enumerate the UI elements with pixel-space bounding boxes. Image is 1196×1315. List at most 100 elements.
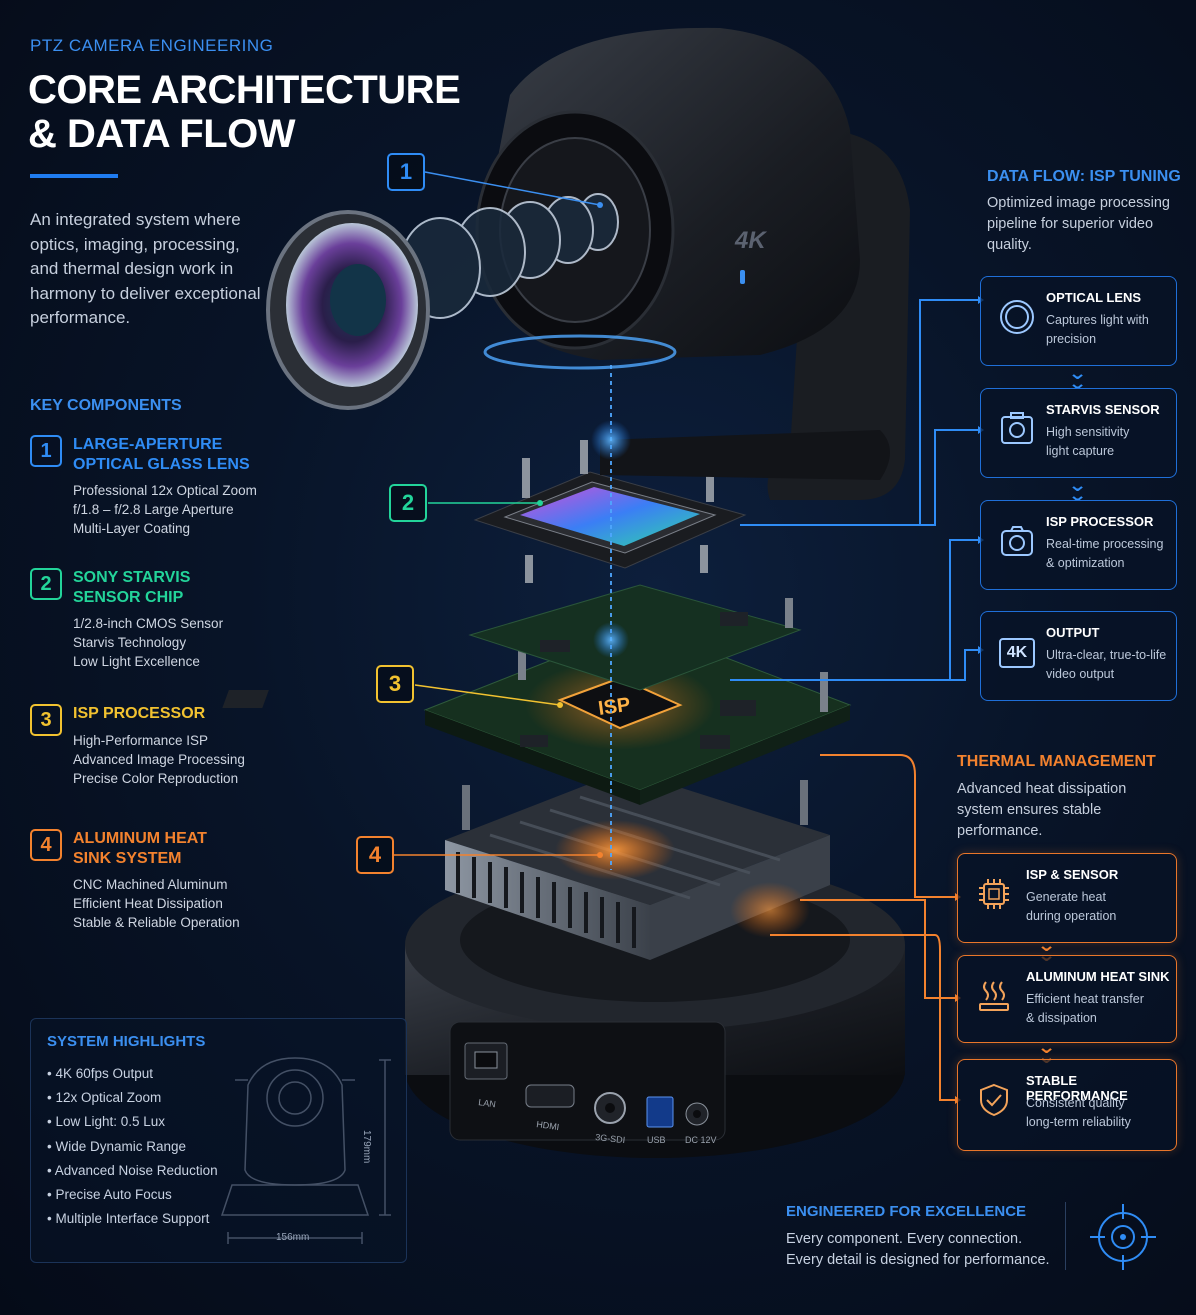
component-title-line: ALUMINUM HEAT: [73, 830, 207, 847]
flow-card-desc: Captures light with precision: [1046, 311, 1149, 348]
thermal-desc: Advanced heat dissipation system ensures…: [957, 781, 1127, 839]
component-detail: CNC Machined Aluminum: [73, 877, 228, 892]
flow-card-line: & optimization: [1046, 555, 1125, 570]
component-title: LARGE-APERTURE OPTICAL GLASS LENS: [73, 435, 273, 475]
intro-text: An integrated system where optics, imagi…: [30, 210, 261, 327]
component-detail: Starvis Technology: [73, 635, 187, 650]
callout-badge-2: 2: [389, 484, 427, 522]
port-label-dc: DC 12V: [685, 1135, 717, 1145]
component-badge: 4: [30, 829, 62, 861]
callout-badge-1: 1: [387, 153, 425, 191]
page-kicker: PTZ CAMERA ENGINEERING: [30, 36, 274, 55]
highlight-text: Advanced Noise Reduction: [54, 1163, 218, 1178]
flow-card-title: ISP PROCESSOR: [1046, 514, 1154, 529]
component-title: SONY STARVIS SENSOR CHIP: [73, 568, 273, 608]
title-underline: [30, 174, 118, 178]
thermal-heading: THERMAL MANAGEMENT: [957, 753, 1156, 770]
flow-card-line: Real-time processing: [1046, 537, 1164, 551]
port-label-sdi: 3G-SDI: [595, 1132, 626, 1145]
flow-card-title: OUTPUT: [1046, 625, 1100, 640]
flow-card-line: precision: [1046, 331, 1097, 346]
highlight-item: • Advanced Noise Reduction: [47, 1163, 218, 1178]
isp-chip-label: ISP: [597, 694, 632, 720]
lens-icon: [1000, 300, 1034, 334]
component-title-line: SINK SYSTEM: [73, 850, 182, 867]
thermal-card-line: Efficient heat transfer: [1026, 992, 1144, 1006]
data-flow-desc: Optimized image processing pipeline for …: [987, 195, 1170, 253]
thermal-card-title: STABLE PERFORMANCE: [1026, 1073, 1128, 1103]
footer-line-2: Every detail is designed for performance…: [786, 1252, 1050, 1268]
thermal-card-title: ISP & SENSOR: [1026, 867, 1119, 882]
thermal-card-heat-sink: ALUMINUM HEAT SINK Efficient heat transf…: [957, 955, 1177, 1043]
camera-4k-badge: 4K: [734, 227, 767, 254]
component-detail: Advanced Image Processing: [73, 752, 245, 767]
target-icon: [1090, 1204, 1156, 1270]
component-title-line: LARGE-APERTURE: [73, 436, 223, 453]
highlight-item: • Wide Dynamic Range: [47, 1139, 187, 1154]
4k-icon: 4K: [999, 638, 1035, 668]
highlight-item: • Precise Auto Focus: [47, 1187, 172, 1202]
component-badge: 2: [30, 568, 62, 600]
thermal-card-line: during operation: [1026, 908, 1117, 923]
component-sensor: 2 SONY STARVIS SENSOR CHIP 1/2.8-inch CM…: [30, 568, 280, 678]
component-detail: Precise Color Reproduction: [73, 771, 239, 786]
component-detail: Stable & Reliable Operation: [73, 915, 240, 930]
component-detail: f/1.8 – f/2.8 Large Aperture: [73, 502, 234, 517]
component-detail: Multi-Layer Coating: [73, 521, 191, 536]
heat-icon: [979, 981, 1009, 1011]
footer-divider: [1065, 1202, 1066, 1270]
component-isp: 3 ISP PROCESSOR High-Performance ISP Adv…: [30, 704, 280, 804]
port-label-lan: LAN: [478, 1097, 497, 1109]
thermal-card-desc: Efficient heat transfer & dissipation: [1026, 990, 1144, 1027]
component-title: ALUMINUM HEAT SINK SYSTEM: [73, 829, 273, 869]
chevron-down-icon: ⌄⌄: [1067, 475, 1088, 505]
flow-card-line: Captures light with: [1046, 313, 1149, 327]
component-title-line: ISP PROCESSOR: [73, 705, 206, 722]
flow-card-isp-processor: ISP PROCESSOR Real-time processing & opti…: [980, 500, 1177, 590]
highlight-text: 4K 60fps Output: [55, 1066, 154, 1081]
highlight-item: • Multiple Interface Support: [47, 1211, 210, 1226]
highlights-heading: SYSTEM HIGHLIGHTS: [47, 1033, 206, 1050]
dimension-height-label: 179mm: [361, 1130, 372, 1164]
processor-icon: [1001, 526, 1033, 556]
footer-heading: ENGINEERED FOR EXCELLENCE: [786, 1203, 1027, 1220]
flow-card-desc: Ultra-clear, true-to-life video output: [1046, 646, 1166, 683]
flow-card-line: Ultra-clear, true-to-life: [1046, 648, 1167, 662]
component-heat-sink: 4 ALUMINUM HEAT SINK SYSTEM CNC Machined…: [30, 829, 280, 939]
thermal-card-line: long-term reliability: [1026, 1114, 1131, 1129]
flow-card-desc: High sensitivity light capture: [1046, 423, 1129, 460]
callout-badge-4: 4: [356, 836, 394, 874]
highlight-text: 12x Optical Zoom: [55, 1090, 162, 1105]
highlight-text: Precise Auto Focus: [55, 1187, 172, 1202]
highlight-text: Low Light: 0.5 Lux: [55, 1114, 166, 1129]
flow-card-line: light capture: [1046, 443, 1115, 458]
flow-card-desc: Real-time processing & optimization: [1046, 535, 1163, 572]
thermal-card-line: Generate heat: [1026, 890, 1106, 904]
flow-card-line: video output: [1046, 666, 1115, 681]
component-title: ISP PROCESSOR: [73, 704, 273, 724]
component-detail: Efficient Heat Dissipation: [73, 896, 223, 911]
sensor-icon: [1001, 412, 1033, 444]
thermal-card-isp-sensor: ISP & SENSOR Generate heat during operati…: [957, 853, 1177, 943]
component-title-line: SONY STARVIS: [73, 569, 191, 586]
thermal-card-title: ALUMINUM HEAT SINK: [1026, 969, 1170, 984]
component-title-line: SENSOR CHIP: [73, 589, 184, 606]
highlight-text: Multiple Interface Support: [55, 1211, 210, 1226]
data-flow-heading: DATA FLOW: ISP TUNING: [987, 168, 1181, 185]
heat-sink-fins: [456, 852, 636, 948]
component-detail: Professional 12x Optical Zoom: [73, 483, 257, 498]
component-detail: 1/2.8-inch CMOS Sensor: [73, 616, 224, 631]
component-lens: 1 LARGE-APERTURE OPTICAL GLASS LENS Prof…: [30, 435, 280, 545]
port-label-usb: USB: [647, 1135, 666, 1145]
component-title-line: OPTICAL GLASS LENS: [73, 456, 250, 473]
title-line-2: & DATA FLOW: [28, 112, 296, 156]
dimension-width-label: 156mm: [276, 1232, 310, 1243]
flow-card-line: High sensitivity: [1046, 425, 1130, 439]
thermal-card-line: & dissipation: [1026, 1010, 1097, 1025]
port-label-hdmi: HDMI: [536, 1119, 560, 1132]
